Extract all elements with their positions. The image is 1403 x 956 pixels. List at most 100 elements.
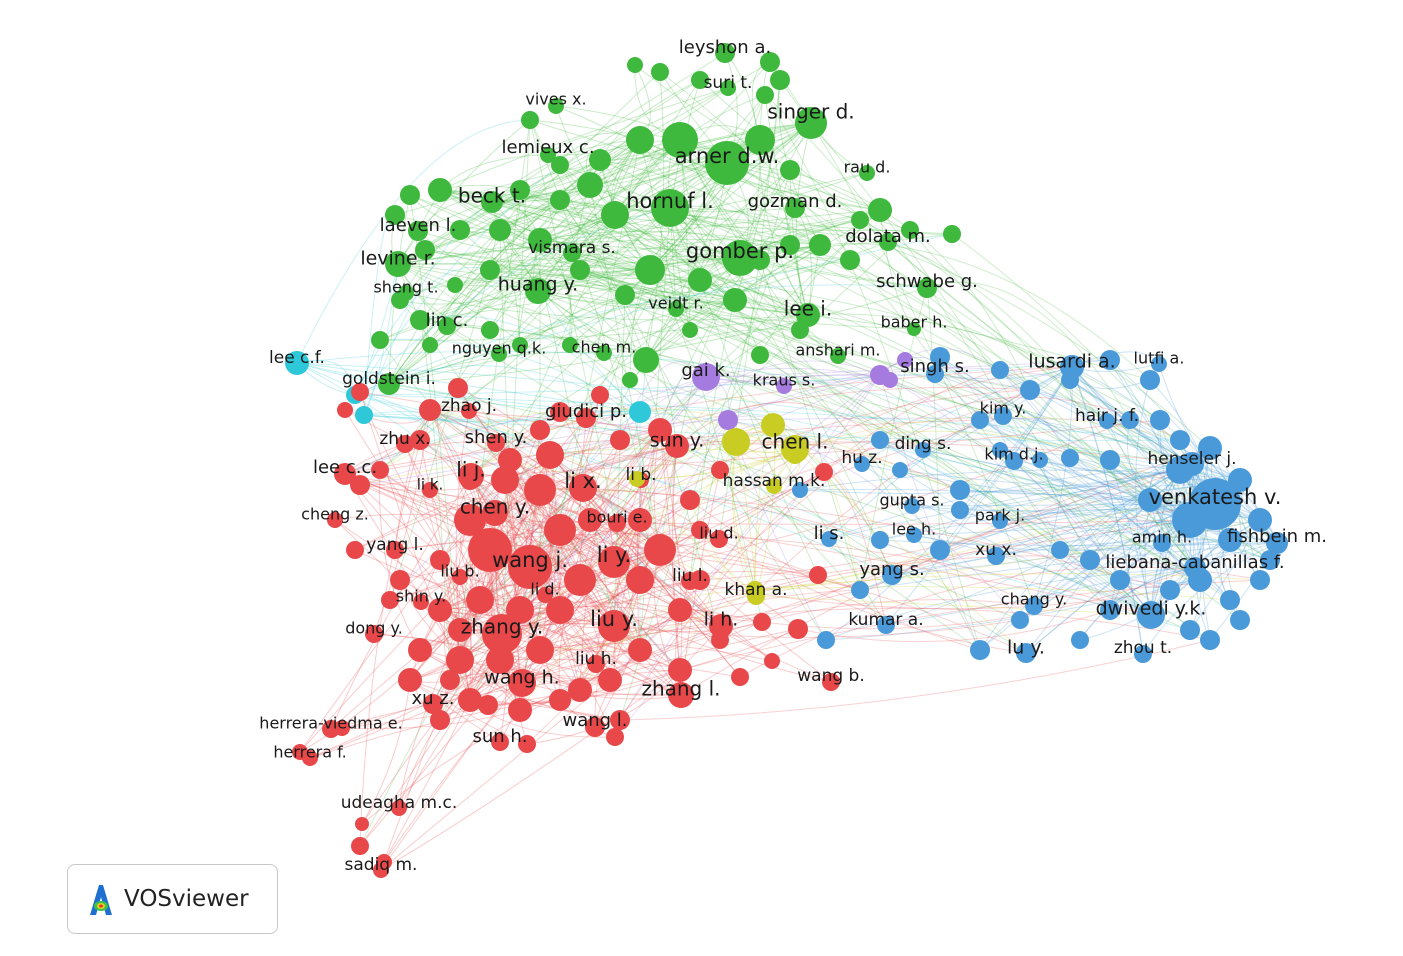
author-node[interactable] <box>991 361 1009 379</box>
author-label[interactable]: hair j. f. <box>1075 406 1139 426</box>
author-node[interactable] <box>897 352 913 368</box>
author-node[interactable] <box>1150 410 1170 430</box>
author-node[interactable] <box>629 401 651 423</box>
author-label[interactable]: henseler j. <box>1147 449 1236 469</box>
author-node-xu-z[interactable] <box>423 694 443 714</box>
author-label[interactable]: zhu x. <box>379 429 430 449</box>
author-node[interactable] <box>1140 370 1160 390</box>
author-label[interactable]: gai k. <box>681 360 730 381</box>
author-node-suri-t[interactable] <box>720 80 736 96</box>
author-node[interactable] <box>551 156 569 174</box>
author-node[interactable] <box>458 688 482 712</box>
author-node[interactable] <box>598 668 622 692</box>
author-node[interactable] <box>562 337 578 353</box>
author-label[interactable]: giudici p. <box>545 401 627 422</box>
author-node[interactable] <box>1220 590 1240 610</box>
author-node[interactable] <box>428 178 452 202</box>
author-node[interactable] <box>448 618 472 642</box>
author-node-fishbein-m[interactable] <box>1266 532 1288 554</box>
author-label[interactable]: sadiq m. <box>345 855 418 875</box>
author-node[interactable] <box>930 540 950 560</box>
author-node-lin-c[interactable] <box>438 317 456 335</box>
author-node[interactable] <box>751 346 769 364</box>
author-node[interactable] <box>1100 600 1120 620</box>
author-node[interactable] <box>550 402 570 422</box>
author-node[interactable] <box>662 122 698 158</box>
author-node-yang-s[interactable] <box>882 565 902 585</box>
author-label[interactable]: huang y. <box>498 274 578 296</box>
author-node[interactable] <box>385 205 405 225</box>
author-node-liu-d[interactable] <box>710 530 728 548</box>
author-label[interactable]: yang s. <box>859 559 924 580</box>
author-node[interactable] <box>381 591 399 609</box>
author-label[interactable]: beck t. <box>458 184 526 208</box>
author-label[interactable]: singh s. <box>900 356 969 377</box>
author-node-goldstein-i[interactable] <box>378 373 400 395</box>
author-label[interactable]: gomber p. <box>686 239 794 263</box>
author-node[interactable] <box>610 430 630 450</box>
author-node[interactable] <box>549 689 571 711</box>
author-node-lee-h[interactable] <box>906 527 922 543</box>
author-label[interactable]: laeven l. <box>380 215 457 236</box>
author-node[interactable] <box>337 402 353 418</box>
author-label[interactable]: lee h. <box>892 520 936 539</box>
author-node[interactable] <box>901 221 919 239</box>
author-node[interactable] <box>1138 488 1162 512</box>
author-node-arner-d-w[interactable] <box>705 141 749 185</box>
author-label[interactable]: kim d.j. <box>984 445 1043 464</box>
author-node[interactable] <box>440 670 460 690</box>
author-node-li-k[interactable] <box>422 482 438 498</box>
author-node[interactable] <box>1011 611 1029 629</box>
author-node[interactable] <box>1121 411 1139 429</box>
author-label[interactable]: dolata m. <box>845 226 931 247</box>
author-node[interactable] <box>428 598 452 622</box>
author-node[interactable] <box>817 631 835 649</box>
author-label[interactable]: singer d. <box>767 100 854 124</box>
author-node[interactable] <box>951 501 969 519</box>
author-node-rau-d[interactable] <box>859 165 875 181</box>
author-node-hassan-m-k[interactable] <box>766 478 782 494</box>
author-node[interactable] <box>526 636 554 664</box>
author-node[interactable] <box>628 638 652 662</box>
author-label[interactable]: kraus s. <box>753 371 816 390</box>
author-node-cheng-z[interactable] <box>327 512 343 528</box>
author-label[interactable]: wang h. <box>484 667 559 689</box>
author-label[interactable]: dong y. <box>345 619 403 638</box>
author-node-giudici-p[interactable] <box>576 408 596 428</box>
author-node[interactable] <box>355 817 369 831</box>
author-node[interactable] <box>868 198 892 222</box>
author-node[interactable] <box>809 566 827 584</box>
author-node-sun-h[interactable] <box>491 733 509 751</box>
author-node[interactable] <box>1020 380 1040 400</box>
author-node[interactable] <box>648 418 672 442</box>
author-label[interactable]: lee c.f. <box>269 348 325 368</box>
author-node-wang-h[interactable] <box>508 669 536 697</box>
author-node[interactable] <box>870 365 890 385</box>
author-node-udeagha-m-c[interactable] <box>391 800 407 816</box>
author-node-lusardi-a[interactable] <box>1060 355 1084 379</box>
author-node[interactable] <box>430 550 450 570</box>
author-node[interactable] <box>615 285 635 305</box>
author-node[interactable] <box>753 613 771 631</box>
author-node[interactable] <box>626 126 654 154</box>
author-label[interactable]: sheng t. <box>373 278 438 297</box>
author-node[interactable] <box>410 310 430 330</box>
author-label[interactable]: khan a. <box>724 580 787 600</box>
author-node-yang-l[interactable] <box>386 541 404 559</box>
author-node-liu-y[interactable] <box>598 610 630 642</box>
author-label[interactable]: liu h. <box>575 649 617 669</box>
author-node[interactable] <box>544 514 576 546</box>
author-label[interactable]: udeagha m.c. <box>341 793 458 813</box>
author-node[interactable] <box>1180 620 1200 640</box>
author-node-liu-h[interactable] <box>587 655 605 673</box>
author-node-schwabe-g[interactable] <box>917 278 937 298</box>
author-label[interactable]: hu z. <box>841 448 882 468</box>
author-label[interactable]: chen l. <box>762 430 829 454</box>
author-node[interactable] <box>448 378 468 398</box>
author-node[interactable] <box>1170 430 1190 450</box>
author-node[interactable] <box>622 372 638 388</box>
author-node-gozman-d[interactable] <box>785 198 805 218</box>
author-node[interactable] <box>930 347 950 367</box>
author-node[interactable] <box>478 695 498 715</box>
